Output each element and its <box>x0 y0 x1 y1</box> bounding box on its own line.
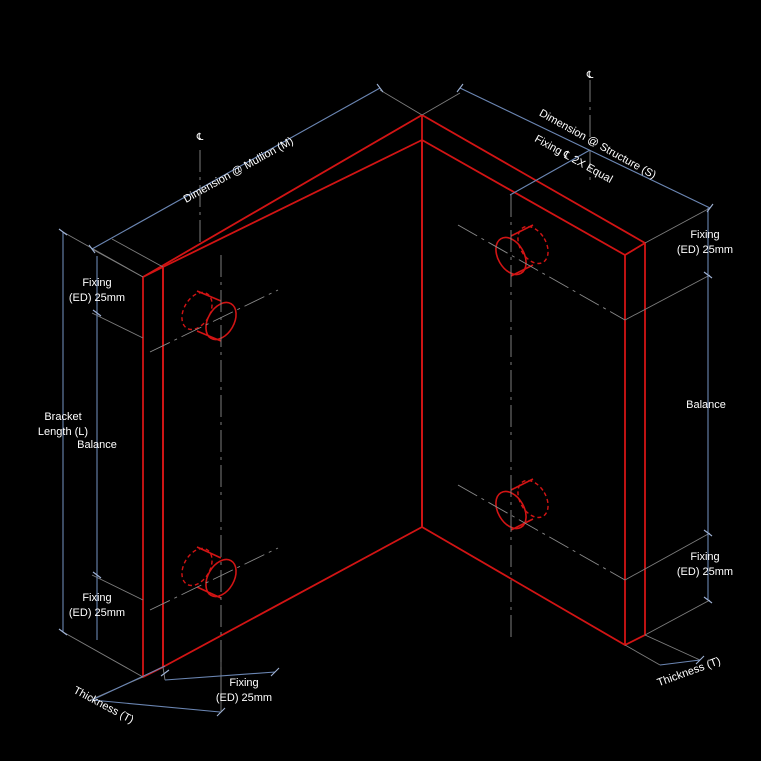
dim-line-thickness-left <box>91 665 166 701</box>
left-flange-top-edge <box>142 114 423 278</box>
label-thickness-left: Thickness (T) <box>71 684 135 726</box>
label-ed-left-bottom: (ED) 25mm <box>69 607 125 619</box>
right-flange-front-face <box>624 242 646 646</box>
label-dimension-mullion: Dimension @ Mullion (M) <box>182 135 296 205</box>
dimension-ticks <box>58 83 714 717</box>
centerline-symbol-right: ℄ <box>586 70 594 81</box>
fixing-hole-right-lower <box>495 490 527 530</box>
left-flange-holes <box>181 290 237 599</box>
label-thickness-right: Thickness (T) <box>656 655 723 689</box>
label-fixing-left-bottom: Fixing <box>82 592 111 604</box>
dim-line-fixing-equal <box>509 149 591 196</box>
label-length: Length (L) <box>38 426 88 438</box>
dim-line-mullion <box>91 87 381 250</box>
label-balance-right: Balance <box>686 399 726 411</box>
fixing-hole-right-upper <box>495 236 527 276</box>
label-bracket: Bracket <box>44 411 81 423</box>
right-flange-top-edge <box>421 114 646 244</box>
right-flange <box>421 114 646 646</box>
right-flange-inner-top-edge <box>421 139 626 256</box>
extension-lines <box>62 89 711 712</box>
fixing-hole-left-lower <box>205 558 237 598</box>
label-ed-left-top: (ED) 25mm <box>69 292 125 304</box>
right-flange-bottom-edge <box>421 526 626 646</box>
label-ed-right-bottom: (ED) 25mm <box>677 566 733 578</box>
dim-line-thickness-right <box>659 659 701 666</box>
label-fixing-bottom: Fixing <box>229 677 258 689</box>
centerline-symbol-left: ℄ <box>196 132 204 143</box>
label-fixing-right-bottom: Fixing <box>690 551 719 563</box>
label-fixing-left-top: Fixing <box>82 277 111 289</box>
right-flange-holes <box>495 224 549 531</box>
dimension-lines <box>62 87 711 713</box>
center-lines <box>149 80 626 700</box>
label-fixing-right-top: Fixing <box>690 229 719 241</box>
dim-line-bottom-fixing <box>164 671 276 681</box>
label-ed-bottom: (ED) 25mm <box>216 692 272 704</box>
dim-line-structure <box>459 87 711 209</box>
label-ed-right-top: (ED) 25mm <box>677 244 733 256</box>
label-balance-left: Balance <box>77 439 117 451</box>
fixing-hole-left-upper <box>205 301 237 341</box>
left-flange-side-face <box>162 139 423 668</box>
left-flange-front-face <box>142 266 164 678</box>
